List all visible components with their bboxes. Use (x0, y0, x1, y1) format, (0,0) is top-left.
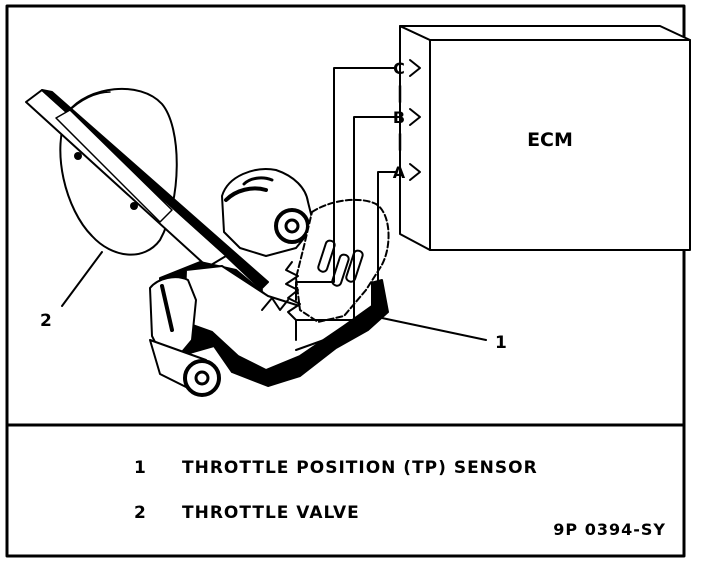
terminal-b-chevron (409, 108, 421, 126)
sensor-housing-face (183, 265, 373, 371)
leader-line-1 (381, 317, 487, 341)
potentiometer-resistor (285, 261, 301, 321)
wire-b (295, 116, 397, 341)
callout-2: 2 (40, 311, 52, 331)
terminal-b-label: B (393, 108, 405, 127)
figure-id: 9P 0394-SY (553, 520, 666, 539)
callout-1: 1 (495, 333, 507, 353)
ecm-module (399, 25, 691, 251)
legend-text-2: THROTTLE VALVE (182, 503, 360, 523)
wire-a (295, 171, 397, 351)
lower-screw-head (194, 370, 210, 386)
legend-text-1: THROTTLE POSITION (TP) SENSOR (182, 458, 538, 478)
leader-line-2 (61, 251, 103, 307)
top-screw-head (284, 218, 300, 234)
terminal-a-chevron (409, 163, 421, 181)
legend-number-2: 2 (134, 503, 147, 523)
terminal-c-label: C (393, 59, 405, 78)
sensor-pin-1 (317, 239, 336, 273)
legend-number-1: 1 (134, 458, 147, 478)
throttle-lever (25, 89, 269, 305)
sensor-pin-2 (331, 253, 350, 287)
terminal-c-chevron (409, 59, 421, 77)
ecm-label: ECM (527, 129, 573, 151)
terminal-a-label: A (393, 163, 406, 182)
figure-border (5, 4, 686, 558)
potentiometer-wiper (261, 297, 289, 311)
